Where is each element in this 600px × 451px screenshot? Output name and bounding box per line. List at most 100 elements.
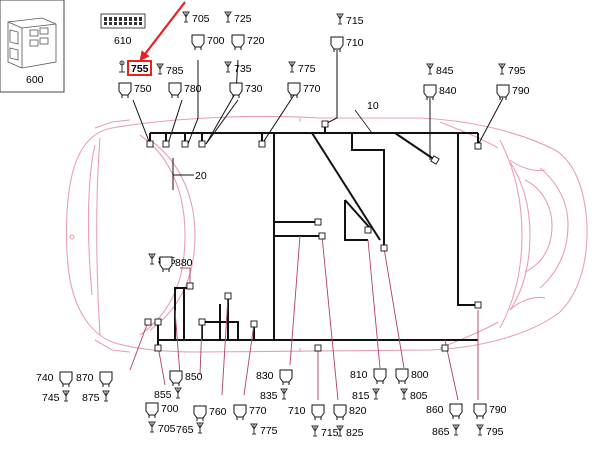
component-label: 710: [288, 405, 306, 417]
component-label: 740: [36, 372, 54, 384]
sensor-icon: [426, 63, 434, 75]
component-label: 720: [247, 35, 265, 47]
sensor-icon: [498, 63, 506, 75]
component-820-connector: 820: [333, 404, 367, 420]
connector-icon: [496, 84, 510, 100]
component-label: 735: [234, 63, 252, 75]
connector-icon: [330, 36, 344, 52]
component-label: 705: [192, 13, 210, 25]
connector-icon: [373, 368, 387, 384]
component-880-connector: 880: [159, 256, 193, 272]
connector-icon: [59, 371, 73, 387]
component-715-sensor: 715: [336, 13, 364, 27]
component-label: 870: [76, 372, 94, 384]
component-label: 760: [209, 406, 227, 418]
component-870-connector: 870: [76, 371, 113, 387]
component-850-connector: 850: [169, 370, 203, 386]
connector-icon: [168, 82, 182, 98]
sensor-icon: [400, 388, 408, 400]
component-label: 795: [508, 65, 526, 77]
connector-icon: [145, 402, 159, 418]
component-label: 705: [158, 423, 176, 435]
highlight-box: [127, 60, 152, 76]
component-label: 820: [349, 405, 367, 417]
connector-icon: [333, 404, 347, 420]
sensor-icon: [372, 388, 380, 400]
sensor-icon: [174, 387, 182, 399]
car-body-outline: [65, 115, 588, 353]
component-800-connector: 800: [395, 368, 429, 384]
component-label: 815: [352, 390, 370, 402]
component-845-sensor: 845: [426, 63, 454, 77]
component-710-connector: 710: [288, 404, 325, 420]
connector-icon: [473, 403, 487, 419]
component-label: 790: [489, 404, 507, 416]
connector-icon: [231, 34, 245, 50]
component-label: 745: [42, 392, 60, 404]
component-865-sensor: 865: [432, 424, 460, 438]
component-810-connector: 810: [350, 368, 387, 384]
component-710-connector: 710: [330, 36, 364, 52]
sensor-icon: [288, 61, 296, 73]
component-label: 700: [207, 35, 225, 47]
sensor-icon: [102, 390, 110, 402]
harness-label-10: 10: [367, 100, 379, 112]
component-label: 865: [432, 426, 450, 438]
sensor-icon: [182, 11, 190, 23]
component-860-connector: 860: [426, 403, 463, 419]
sensor-icon: [224, 11, 232, 23]
component-795-sensor: 795: [498, 63, 526, 77]
component-label: 845: [436, 65, 454, 77]
connector-icon: [118, 82, 132, 98]
fuse-block-610-label: 610: [114, 35, 132, 47]
connector-icon: [233, 404, 247, 420]
fuse-block-610: 610: [100, 13, 146, 47]
component-730-connector: 730: [229, 82, 263, 98]
sensor-icon: [148, 421, 156, 433]
component-label: 800: [411, 369, 429, 381]
sensor-icon: [224, 61, 232, 73]
connector-icon: [159, 256, 173, 272]
sensor-icon: [336, 425, 344, 437]
component-label: 850: [185, 371, 203, 383]
component-790-connector: 790: [496, 84, 530, 100]
component-label: 775: [260, 425, 278, 437]
component-label: 715: [321, 427, 339, 439]
component-705-sensor: 705: [148, 421, 176, 435]
sensor-icon: [156, 63, 164, 75]
component-label: 830: [256, 370, 274, 382]
component-700-connector: 700: [145, 402, 179, 418]
component-label: 840: [439, 85, 457, 97]
component-815-sensor: 815: [352, 388, 380, 402]
connector-icon: [99, 371, 113, 387]
component-label: 835: [260, 390, 278, 402]
component-label: 775: [298, 63, 316, 75]
connector-icon: [311, 404, 325, 420]
component-label: 730: [245, 83, 263, 95]
connector-icon: [191, 34, 205, 50]
component-label: 710: [346, 37, 364, 49]
component-label: 750: [134, 83, 152, 95]
component-label: 860: [426, 404, 444, 416]
component-840-connector: 840: [423, 84, 457, 100]
highlight-arrow: [139, 1, 186, 62]
component-label: 825: [346, 427, 364, 439]
component-735-sensor: 735: [224, 61, 252, 75]
component-720-connector: 720: [231, 34, 265, 50]
highlighted-label-755: 755: [131, 63, 149, 75]
component-705-sensor: 705: [182, 11, 210, 25]
component-label: 770: [249, 405, 267, 417]
component-875-sensor: 875: [82, 390, 110, 404]
component-835-sensor: 835: [260, 388, 288, 402]
sensor-icon: [62, 390, 70, 402]
component-label: 765: [176, 424, 194, 436]
component-805-sensor: 805: [400, 388, 428, 402]
branch-label-20: 20: [195, 170, 207, 182]
component-label: 715: [346, 15, 364, 27]
component-label: 700: [161, 403, 179, 415]
sensor-icon: [452, 424, 460, 436]
component-775-sensor: 775: [288, 61, 316, 75]
component-label: 770: [303, 83, 321, 95]
